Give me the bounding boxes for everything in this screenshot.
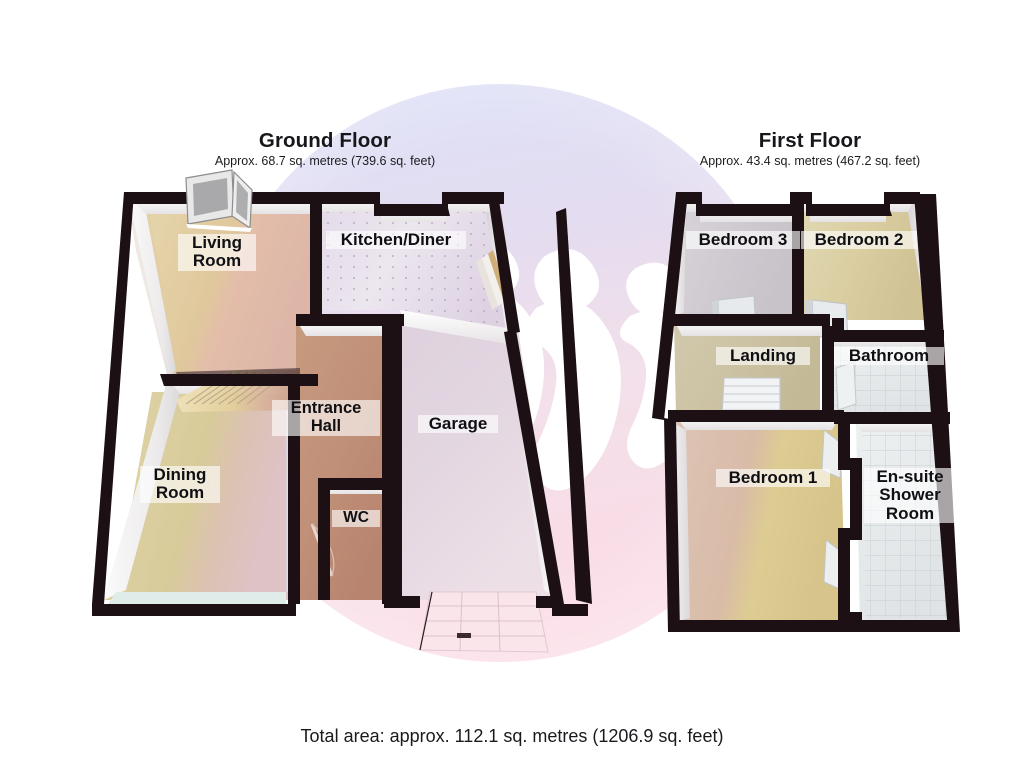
label-landing: Landing: [716, 346, 810, 366]
label-bedroom-3: Bedroom 3: [686, 230, 800, 250]
ground-floor-title: Ground Floor: [258, 129, 392, 152]
ground-floor-subtitle: Approx. 68.7 sq. metres (739.6 sq. feet): [214, 154, 436, 168]
door-swing: [835, 361, 857, 411]
garage-door: [419, 591, 549, 653]
ground-floor-walls: [92, 192, 592, 616]
label-kitchen-diner: Kitchen/Diner: [326, 230, 466, 250]
label-wc: WC: [332, 509, 380, 527]
label-bedroom-1: Bedroom 1: [716, 468, 830, 488]
label-bathroom: Bathroom: [834, 346, 944, 366]
total-area-text: Total area: approx. 112.1 sq. metres (12…: [300, 726, 724, 746]
room-bedroom-1: [664, 416, 846, 628]
french-doors: [185, 169, 253, 232]
first-floor-subtitle: Approx. 43.4 sq. metres (467.2 sq. feet): [699, 154, 921, 168]
door-swing: [821, 429, 843, 479]
label-bedroom-2: Bedroom 2: [801, 230, 917, 250]
label-garage: Garage: [418, 414, 498, 434]
first-floor-title: First Floor: [758, 129, 862, 152]
room-landing: [674, 320, 820, 417]
